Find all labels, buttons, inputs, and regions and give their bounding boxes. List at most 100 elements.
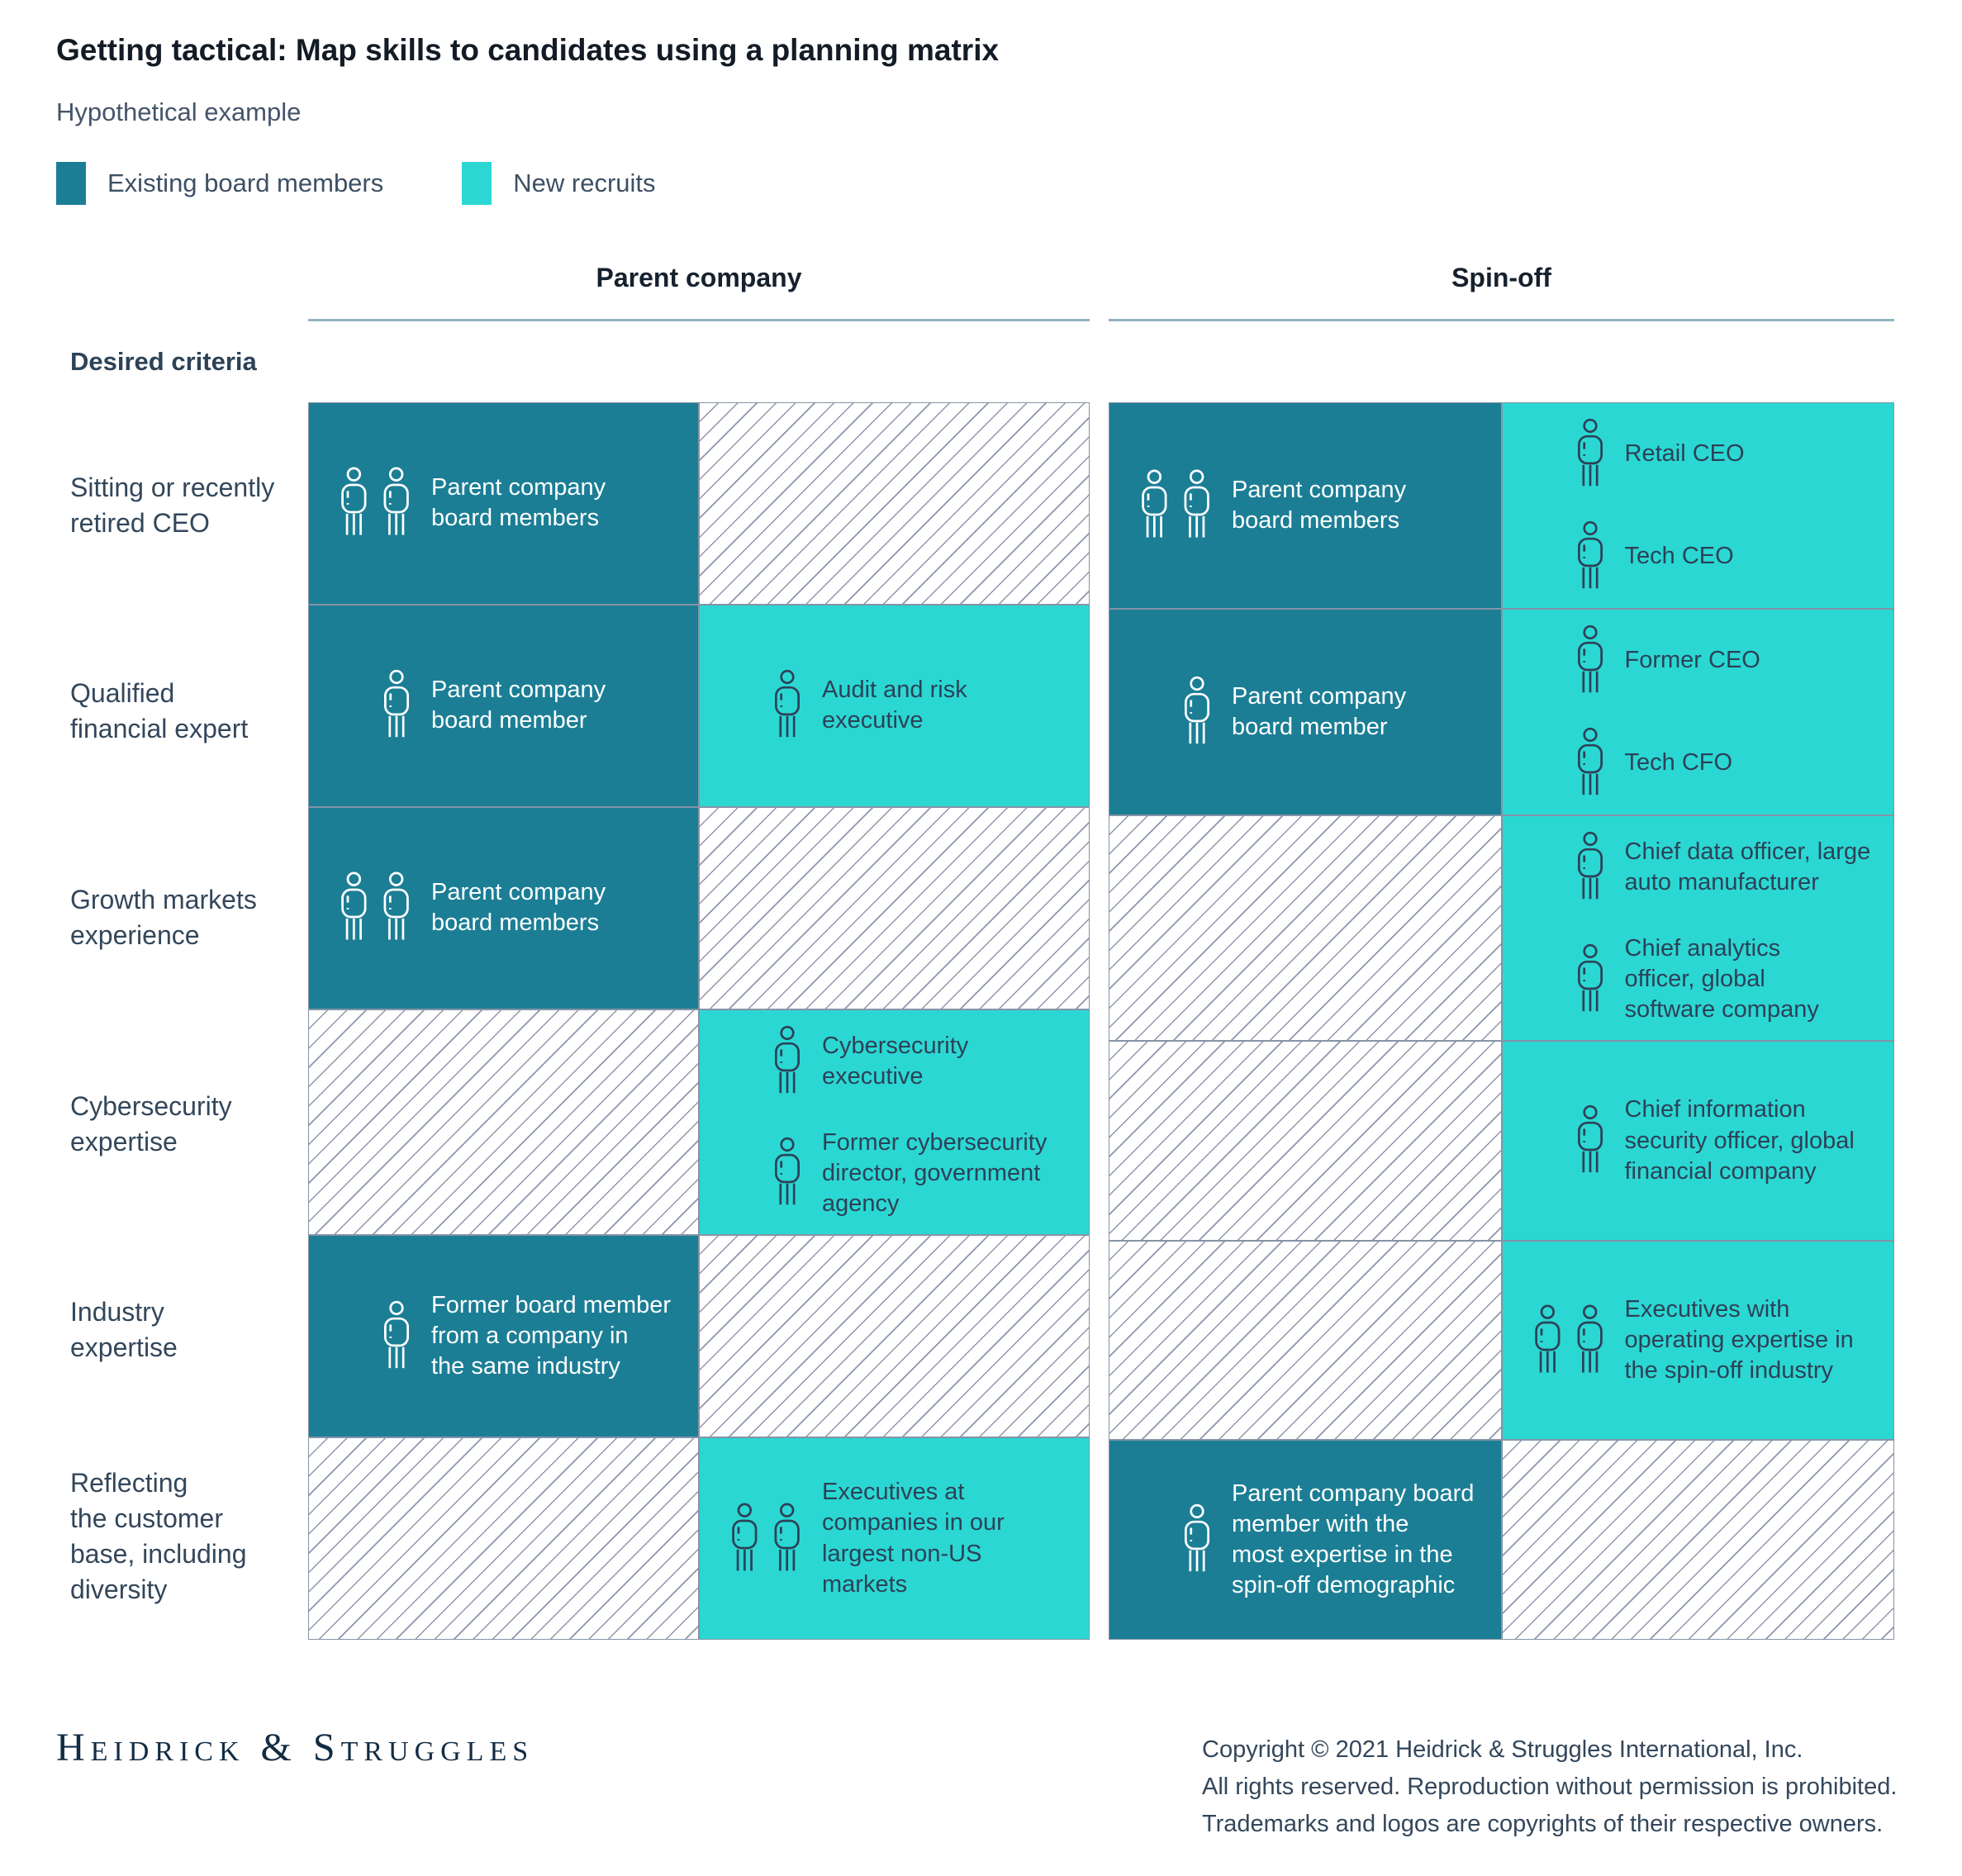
cell-item: Tech CEO	[1527, 520, 1874, 593]
column-header-spin-off: Spin-off	[1451, 263, 1551, 292]
row-label-financial-expert: Qualified financial expert	[70, 678, 249, 744]
icon-box	[1134, 1503, 1214, 1576]
icon-box	[1527, 1304, 1607, 1377]
one-person-icon	[771, 1137, 804, 1209]
cell-parent-new-r1-empty	[699, 402, 1090, 605]
cell-text: Parent company board members	[1232, 476, 1407, 534]
icon-box	[334, 669, 413, 742]
one-person-icon	[1574, 727, 1607, 800]
cell-item: Executives with operating expertise in t…	[1527, 1294, 1874, 1386]
cell-item: Parent company board members	[334, 467, 678, 539]
icon-box	[334, 872, 413, 944]
cell-text: Former board member from a company in th…	[431, 1291, 672, 1380]
cell-item: Cybersecurity executive	[724, 1025, 1069, 1098]
spin-off-table: Parent company board members Retail CEO …	[1109, 402, 1894, 1640]
page-subtitle: Hypothetical example	[56, 97, 302, 126]
one-person-icon	[380, 669, 413, 742]
heidrick-struggles-logo: Heidrick & Struggles	[56, 1726, 534, 1769]
icon-box	[1527, 1104, 1607, 1177]
cell-text: Parent company board member with the mos…	[1232, 1480, 1475, 1599]
cell-text: Tech CEO	[1624, 543, 1734, 570]
cell-spinoff-new-r5: Executives with operating expertise in t…	[1501, 1240, 1894, 1441]
cell-item: Executives at companies in our largest n…	[724, 1477, 1069, 1599]
icon-box	[1527, 943, 1607, 1016]
cell-parent-new-r6: Executives at companies in our largest n…	[699, 1437, 1090, 1640]
legend-item-existing: Existing board members	[56, 162, 383, 205]
cell-spinoff-new-r4: Chief information security officer, glob…	[1501, 1041, 1894, 1241]
row-label-industry: Industry expertise	[70, 1297, 178, 1363]
cell-spinoff-new-r1: Retail CEO Tech CEO	[1501, 402, 1894, 609]
cell-parent-existing-r2: Parent company board member	[308, 604, 699, 807]
cell-text: Parent company board member	[431, 677, 606, 734]
cell-item: Audit and risk executive	[724, 669, 1069, 742]
cell-text: Former cybersecurity director, governmen…	[822, 1128, 1048, 1218]
copyright-line: Copyright © 2021 Heidrick & Struggles In…	[1202, 1736, 1803, 1763]
cell-parent-new-r5-empty	[699, 1235, 1090, 1438]
cell-text: Executives at companies in our largest n…	[822, 1479, 1005, 1598]
copyright-line: All rights reserved. Reproduction withou…	[1202, 1773, 1898, 1800]
one-person-icon	[1574, 418, 1607, 491]
cell-item: Former CEO	[1527, 625, 1874, 697]
icon-box	[724, 1503, 804, 1575]
icon-box	[724, 1137, 804, 1209]
cell-item: Parent company board member with the mos…	[1134, 1479, 1481, 1601]
cell-spinoff-existing-r6: Parent company board member with the mos…	[1109, 1440, 1502, 1640]
cell-item: Parent company board member	[1134, 676, 1481, 748]
one-person-icon	[1574, 831, 1607, 904]
header-underline-parent	[308, 319, 1090, 321]
legend-label: Existing board members	[107, 169, 384, 197]
cell-item: Parent company board member	[334, 669, 678, 742]
cell-spinoff-new-r6-empty	[1501, 1440, 1894, 1640]
one-person-icon	[1574, 520, 1607, 593]
cell-text: Audit and risk executive	[822, 677, 967, 734]
one-person-icon	[1574, 943, 1607, 1016]
copyright-block: Copyright © 2021 Heidrick & Struggles In…	[1202, 1731, 1897, 1843]
cell-item: Chief analytics officer, global software…	[1527, 933, 1874, 1025]
cell-parent-existing-r5: Former board member from a company in th…	[308, 1235, 699, 1438]
row-label-cybersecurity: Cybersecurity expertise	[70, 1090, 232, 1156]
cell-text: Parent company board member	[1232, 682, 1407, 740]
cell-spinoff-existing-r4-empty	[1109, 1041, 1502, 1241]
icon-box	[1134, 469, 1214, 542]
row-label-customer-base: Reflecting the customer base, including …	[70, 1467, 247, 1605]
cell-text: Cybersecurity executive	[822, 1032, 969, 1090]
cell-spinoff-existing-r2: Parent company board member	[1109, 609, 1502, 815]
legend-swatch-new-recruits	[462, 162, 492, 205]
cell-parent-existing-r6-empty	[308, 1437, 699, 1640]
cell-spinoff-new-r2: Former CEO Tech CFO	[1501, 609, 1894, 815]
cell-text: Executives with operating expertise in t…	[1624, 1295, 1854, 1384]
cell-parent-existing-r4-empty	[308, 1009, 699, 1236]
row-label-sitting-ceo: Sitting or recently retired CEO	[70, 472, 275, 538]
row-labels: Sitting or recently retired CEO Qualifie…	[70, 402, 297, 1640]
cell-text: Parent company board members	[431, 474, 606, 532]
two-person-icon	[337, 872, 413, 944]
icon-box	[334, 1300, 413, 1373]
legend: Existing board members New recruits	[56, 162, 656, 205]
cell-item: Retail CEO	[1527, 418, 1874, 491]
two-person-icon	[337, 467, 413, 539]
cell-parent-new-r2: Audit and risk executive	[699, 604, 1090, 807]
cell-text: Retail CEO	[1624, 440, 1745, 468]
one-person-icon	[1181, 676, 1214, 748]
cell-spinoff-existing-r5-empty	[1109, 1240, 1502, 1441]
cell-item: Tech CFO	[1527, 727, 1874, 800]
page-title: Getting tactical: Map skills to candidat…	[56, 33, 1000, 67]
icon-box	[1527, 625, 1607, 697]
icon-box	[1527, 727, 1607, 800]
cell-item: Parent company board members	[334, 872, 678, 944]
cell-spinoff-new-r3: Chief data officer, large auto manufactu…	[1501, 815, 1894, 1042]
cell-item: Former board member from a company in th…	[334, 1290, 678, 1382]
cell-text: Tech CFO	[1624, 749, 1733, 777]
icon-box	[1527, 418, 1607, 491]
cell-item: Chief information security officer, glob…	[1527, 1095, 1874, 1186]
cell-item: Chief data officer, large auto manufactu…	[1527, 831, 1874, 904]
two-person-icon	[1138, 469, 1214, 542]
cell-parent-new-r4: Cybersecurity executive Former cybersecu…	[699, 1009, 1090, 1236]
one-person-icon	[1181, 1503, 1214, 1576]
cell-parent-new-r3-empty	[699, 806, 1090, 1009]
legend-label: New recruits	[513, 169, 656, 197]
cell-parent-existing-r3: Parent company board members	[308, 806, 699, 1009]
header-underline-spin-off	[1109, 319, 1894, 321]
cell-item: Parent company board members	[1134, 469, 1481, 542]
